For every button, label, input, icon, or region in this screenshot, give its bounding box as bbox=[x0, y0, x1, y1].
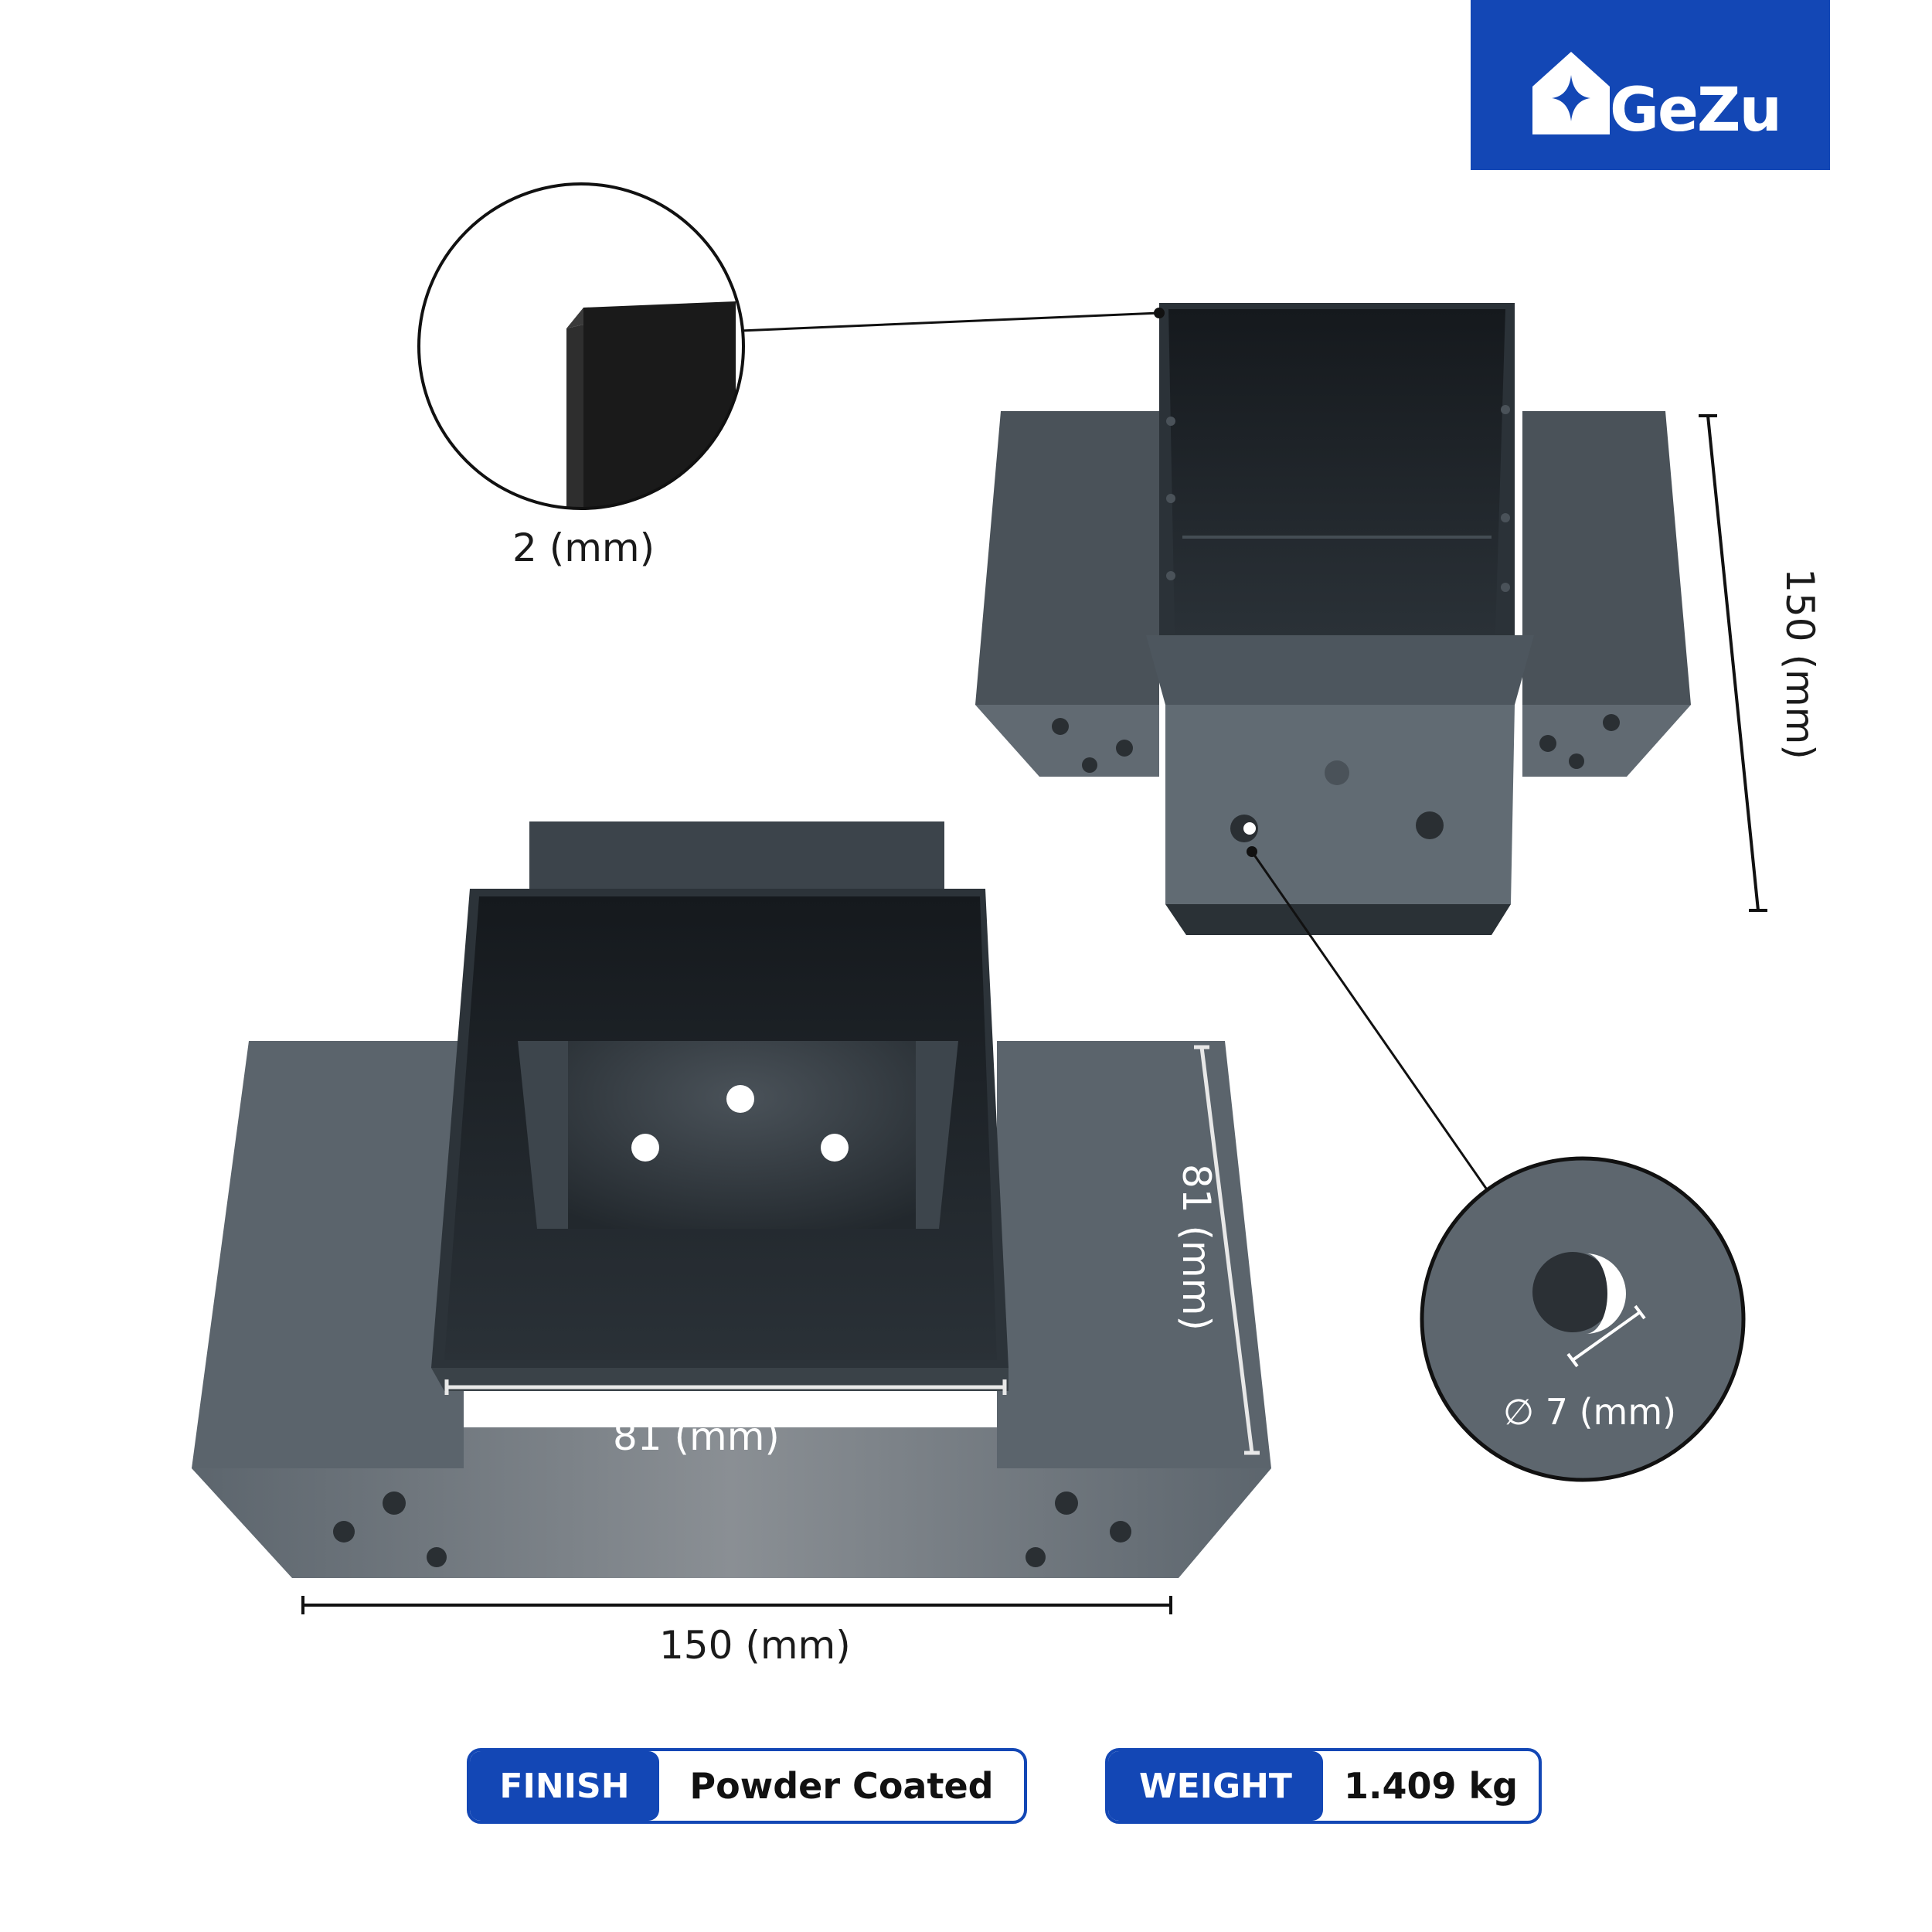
hole-diameter-label: ∅ 7 (mm) bbox=[1503, 1391, 1677, 1433]
outer-width-label: 150 (mm) bbox=[659, 1623, 851, 1668]
thickness-label: 2 (mm) bbox=[512, 526, 655, 570]
finish-badge: FINISH Powder Coated bbox=[467, 1748, 1027, 1824]
weight-value: 1.409 kg bbox=[1343, 1765, 1519, 1807]
height-right-label: 150 (mm) bbox=[1777, 568, 1822, 760]
weight-badge: WEIGHT 1.409 kg bbox=[1105, 1748, 1542, 1824]
bracket-top-view bbox=[975, 303, 1691, 935]
brand-name: GeZu bbox=[1610, 76, 1782, 145]
thickness-zoom bbox=[417, 182, 745, 510]
brand-logo: GeZu bbox=[1471, 0, 1830, 170]
house-sparkle-icon bbox=[1532, 52, 1610, 134]
inner-width-label: 81 (mm) bbox=[613, 1414, 780, 1459]
finish-key: FINISH bbox=[470, 1751, 659, 1821]
inner-depth-label: 81 (mm) bbox=[1173, 1164, 1219, 1331]
hole-zoom bbox=[1420, 1156, 1746, 1482]
weight-key: WEIGHT bbox=[1108, 1751, 1323, 1821]
finish-value: Powder Coated bbox=[689, 1765, 994, 1807]
bracket-bottom-view bbox=[192, 821, 1271, 1578]
